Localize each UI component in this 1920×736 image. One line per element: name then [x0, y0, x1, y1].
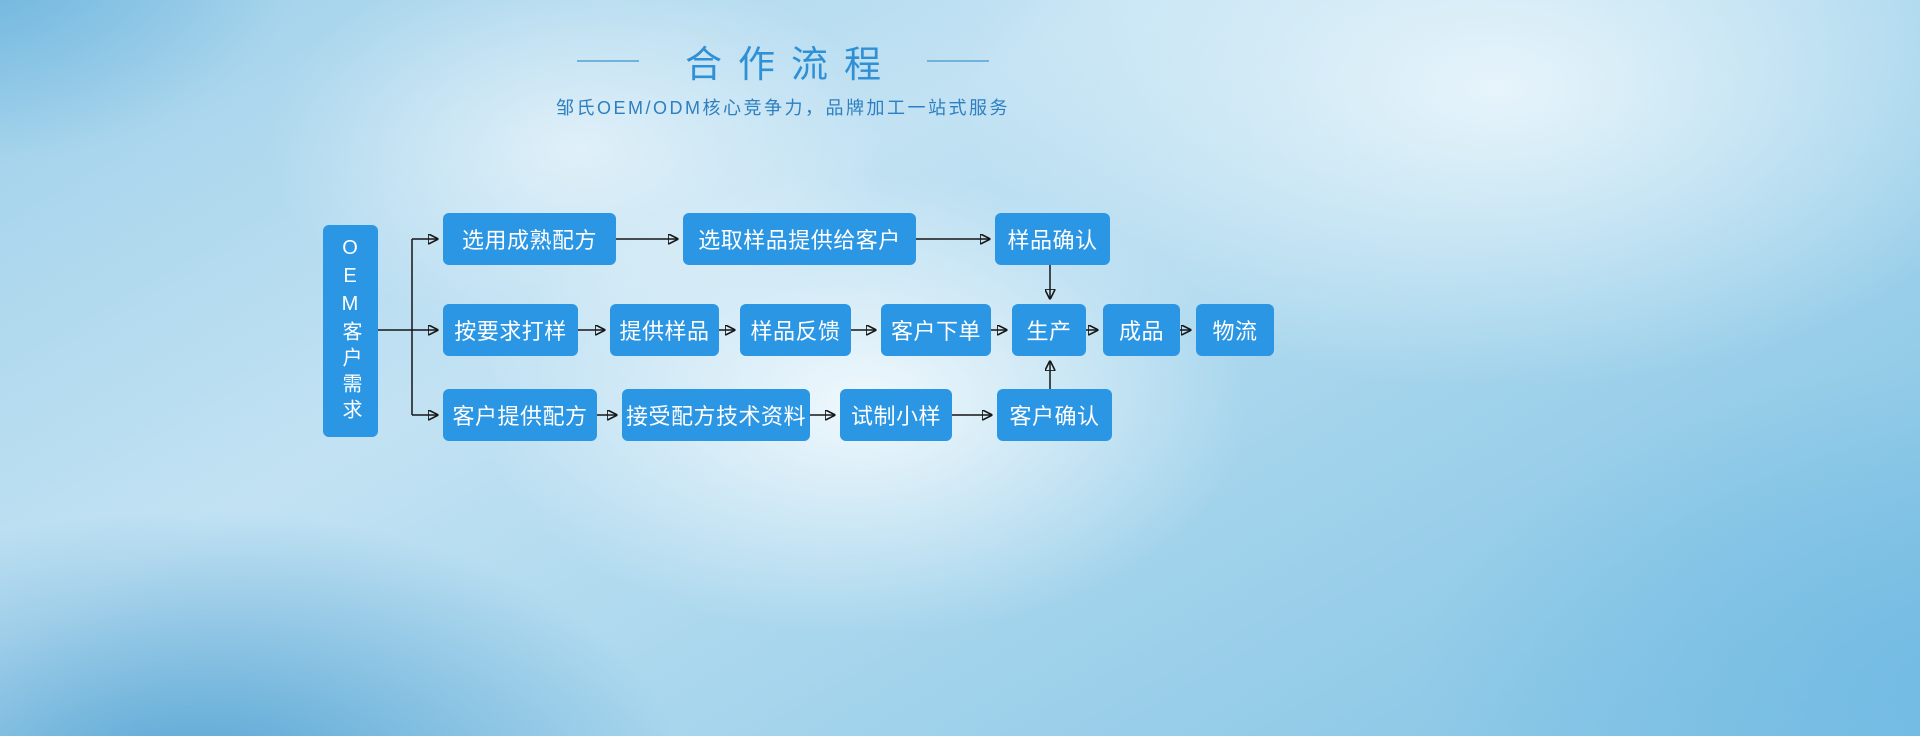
flow-step-finished-product: 成品 — [1103, 304, 1180, 356]
flow-step-select-mature-formula: 选用成熟配方 — [443, 213, 616, 265]
page-subtitle: 邹氏OEM/ODM核心竞争力，品牌加工一站式服务 — [556, 98, 1010, 118]
flow-root-oem-customer-needs: OEM客户需求 — [323, 225, 378, 437]
flow-step-sample-confirmation: 样品确认 — [995, 213, 1110, 265]
flow-step-customer-provides-formula: 客户提供配方 — [443, 389, 597, 441]
flow-step-customer-confirmation: 客户确认 — [997, 389, 1112, 441]
title-divider-right — [927, 60, 989, 62]
flow-step-logistics: 物流 — [1196, 304, 1274, 356]
flow-step-production: 生产 — [1012, 304, 1086, 356]
page-title: 合作流程 — [685, 44, 897, 85]
flow-step-receive-formula-technical-data: 接受配方技术资料 — [622, 389, 810, 441]
flow-step-sample-feedback: 样品反馈 — [740, 304, 851, 356]
flow-step-sample-per-requirements: 按要求打样 — [443, 304, 578, 356]
flow-step-provide-samples-to-customer: 选取样品提供给客户 — [683, 213, 916, 265]
section-header: 合作流程 — [0, 34, 1566, 88]
flow-step-customer-order: 客户下单 — [881, 304, 991, 356]
section-subheader: 邹氏OEM/ODM核心竞争力，品牌加工一站式服务 — [0, 94, 1566, 120]
title-divider-left — [577, 60, 639, 62]
flow-step-trial-sample: 试制小样 — [840, 389, 952, 441]
flow-step-provide-sample: 提供样品 — [610, 304, 719, 356]
